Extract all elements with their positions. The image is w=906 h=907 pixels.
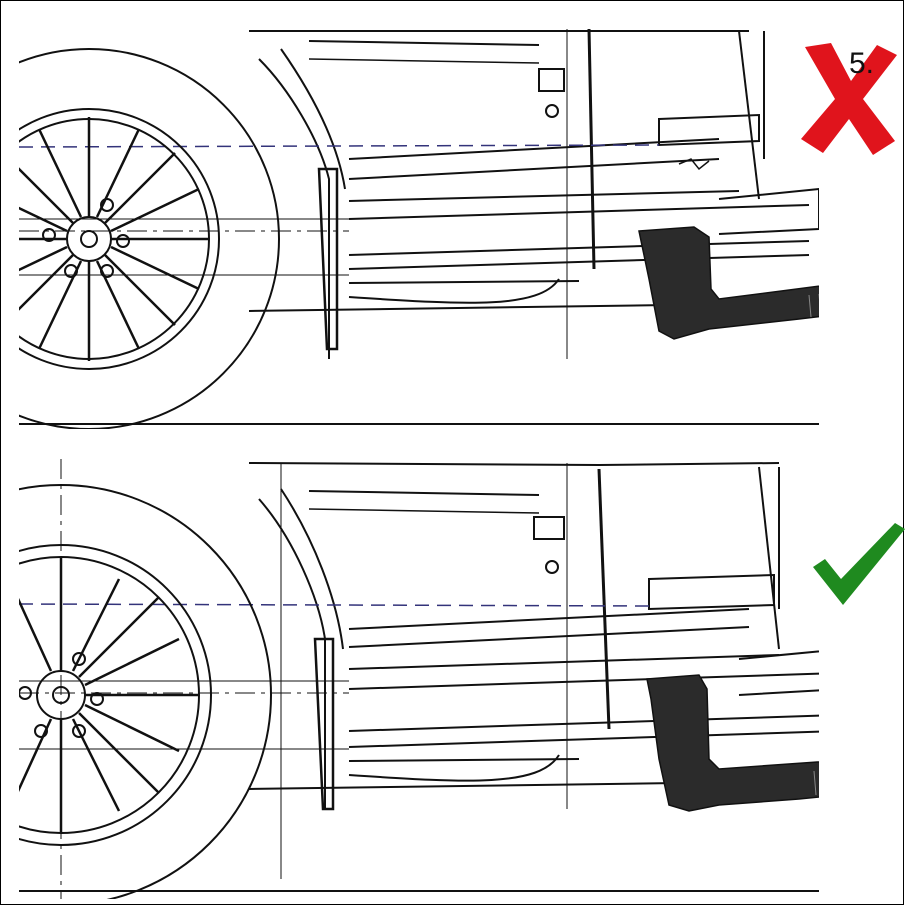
correct-install-panel (19, 459, 819, 899)
truck-side-view-top (19, 28, 819, 429)
truck-side-view-bottom (19, 459, 819, 899)
incorrect-install-panel (19, 19, 819, 429)
wheel-bottom (19, 484, 272, 899)
check-icon (813, 523, 905, 605)
mud-flap-bracket-top (638, 226, 819, 340)
wheel-top (19, 48, 280, 429)
wrong-icon (801, 43, 897, 155)
step-number: 5. (849, 47, 875, 80)
mud-flap-bracket-bottom (646, 674, 819, 812)
